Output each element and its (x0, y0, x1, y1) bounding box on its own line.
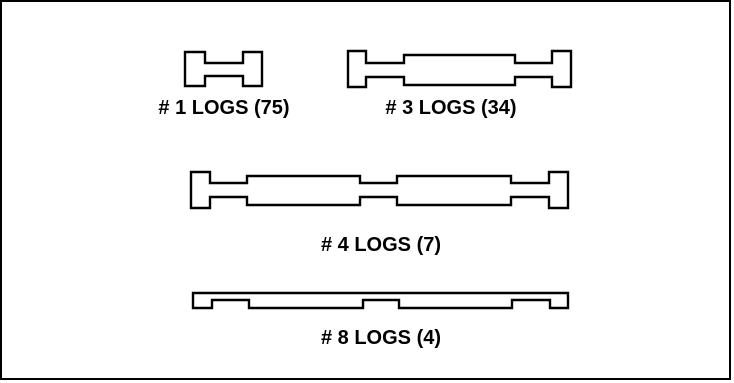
log-4-shape (189, 170, 570, 210)
log-8-shape (191, 291, 570, 310)
log-3-shape (346, 49, 573, 89)
log-1-label: # 1 LOGS (75) (158, 97, 290, 119)
log-8-label: # 8 LOGS (4) (320, 327, 442, 349)
log-4-label: # 4 LOGS (7) (320, 234, 442, 256)
log-1-shape (183, 50, 264, 88)
log-3-label: # 3 LOGS (34) (385, 97, 517, 119)
